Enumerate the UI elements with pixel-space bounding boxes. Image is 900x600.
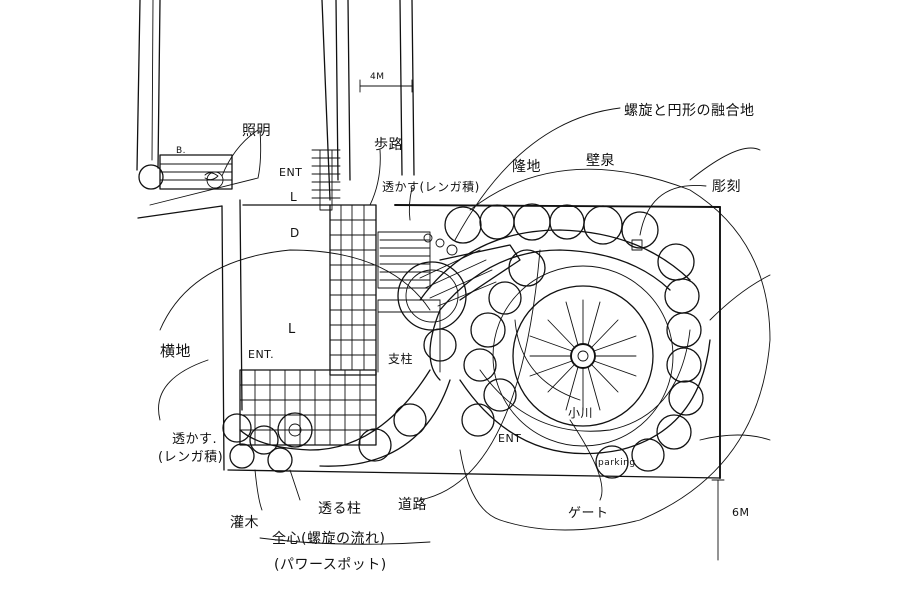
- road-width-label: 6M: [732, 506, 750, 519]
- pillar-label: 支柱: [388, 352, 414, 366]
- site-boundary: [227, 204, 725, 561]
- lighting-label: 照明: [242, 123, 271, 139]
- spiral-circle-label: 螺旋と円形の融合地: [624, 103, 755, 119]
- plaza-grid: [239, 149, 441, 446]
- footpath-label: 歩路: [374, 137, 403, 153]
- center-label-1: 全心(螺旋の流れ): [272, 531, 386, 547]
- l-top-label: L: [290, 190, 298, 204]
- lighting-box: [138, 129, 259, 190]
- stair-hub: [397, 244, 521, 331]
- building-walls: [136, 0, 415, 471]
- wall-spring-label: 壁泉: [586, 153, 615, 169]
- trees: [222, 203, 704, 479]
- parking-label: parking: [598, 458, 636, 468]
- road-label: 道路: [398, 497, 427, 513]
- leader-lines: [149, 107, 707, 521]
- l-mid-label: L: [288, 322, 296, 337]
- ent-top-label: ENT: [279, 166, 303, 179]
- light-mark-label: B.: [176, 146, 187, 156]
- lift-left-label-2: (レンガ積): [158, 450, 224, 465]
- sweep-arcs: [159, 147, 771, 545]
- center-label-2: (パワースポット): [274, 557, 387, 573]
- small-stream-label: 小川: [568, 406, 594, 420]
- width-4m-label: 4M: [370, 72, 385, 82]
- side-garden-label: 横地: [160, 342, 192, 360]
- gate-label: ゲート: [568, 506, 609, 521]
- mound-label: 隆地: [512, 159, 541, 175]
- shrub-label: 灌木: [230, 515, 259, 531]
- lift-left-label-1: 透かす.: [172, 432, 218, 447]
- ent-left-label: ENT.: [248, 348, 275, 361]
- sculpture-label: 彫刻: [712, 179, 741, 195]
- ent-bottom-label: ENT: [498, 432, 522, 445]
- lift-brick-label: 透かす(レンガ積): [382, 180, 480, 194]
- d-label: D: [290, 226, 300, 240]
- column-label: 透る柱: [318, 501, 362, 517]
